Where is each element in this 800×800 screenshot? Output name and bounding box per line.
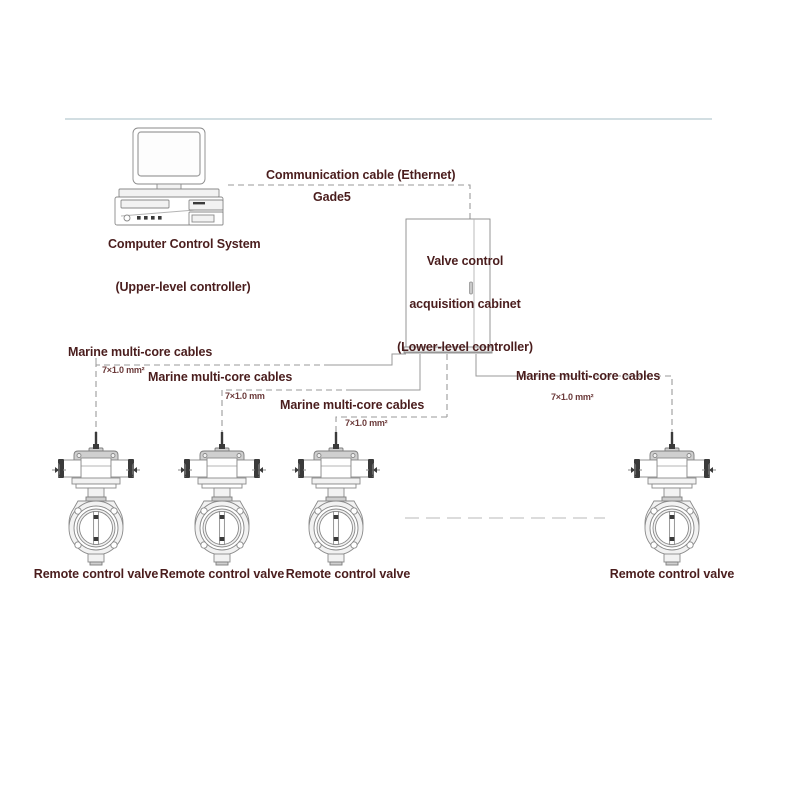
computer-label-line1: Computer Control System — [108, 236, 261, 251]
cable-label-2: Marine multi-core cables — [148, 370, 293, 384]
cable-label-3: Marine multi-core cables — [280, 398, 425, 412]
valve-label-2: Remote control valve — [159, 567, 285, 581]
ethernet-grade-label: Gade5 — [313, 190, 351, 204]
valve-icon-1 — [51, 431, 141, 566]
cable-spec-2: 7×1.0 mm — [225, 391, 265, 401]
valve-icon-4 — [627, 431, 717, 566]
valve-label-3: Remote control valve — [285, 567, 411, 581]
cable-run-valve-3 — [335, 416, 447, 432]
cable-label-1: Marine multi-core cables — [68, 345, 213, 359]
valve-icon-2 — [177, 431, 267, 566]
cable-run-valve-1 — [95, 358, 330, 432]
valve-icon-3 — [291, 431, 381, 566]
cabinet-label-line2: acquisition cabinet — [409, 296, 521, 311]
computer-label: Computer Control System (Upper-level con… — [108, 208, 261, 323]
cabinet-label-line1: Valve control — [426, 253, 504, 268]
cable-run-valve-2 — [221, 389, 352, 432]
cabinet-label-line3: (Lower-level controller) — [397, 340, 533, 354]
ethernet-link-line — [228, 184, 471, 219]
computer-label-line2: (Upper-level controller) — [115, 279, 251, 294]
cable-label-4: Marine multi-core cables — [516, 369, 661, 383]
cable-spec-3: 7×1.0 mm² — [345, 418, 388, 428]
valve-label-1: Remote control valve — [33, 567, 159, 581]
cable-spec-4: 7×1.0 mm² — [551, 392, 594, 402]
cable-spec-1: 7×1.0 mm² — [102, 365, 145, 375]
ethernet-label: Communication cable (Ethernet) — [266, 168, 456, 182]
valve-label-4: Remote control valve — [609, 567, 735, 581]
cable-run-valve-4 — [535, 375, 673, 432]
cabinet-label: Valve control acquisition cabinet (Lower… — [385, 225, 545, 383]
valve-control-cabinet-icon — [403, 218, 493, 354]
cable-trunk-lines — [330, 353, 535, 417]
